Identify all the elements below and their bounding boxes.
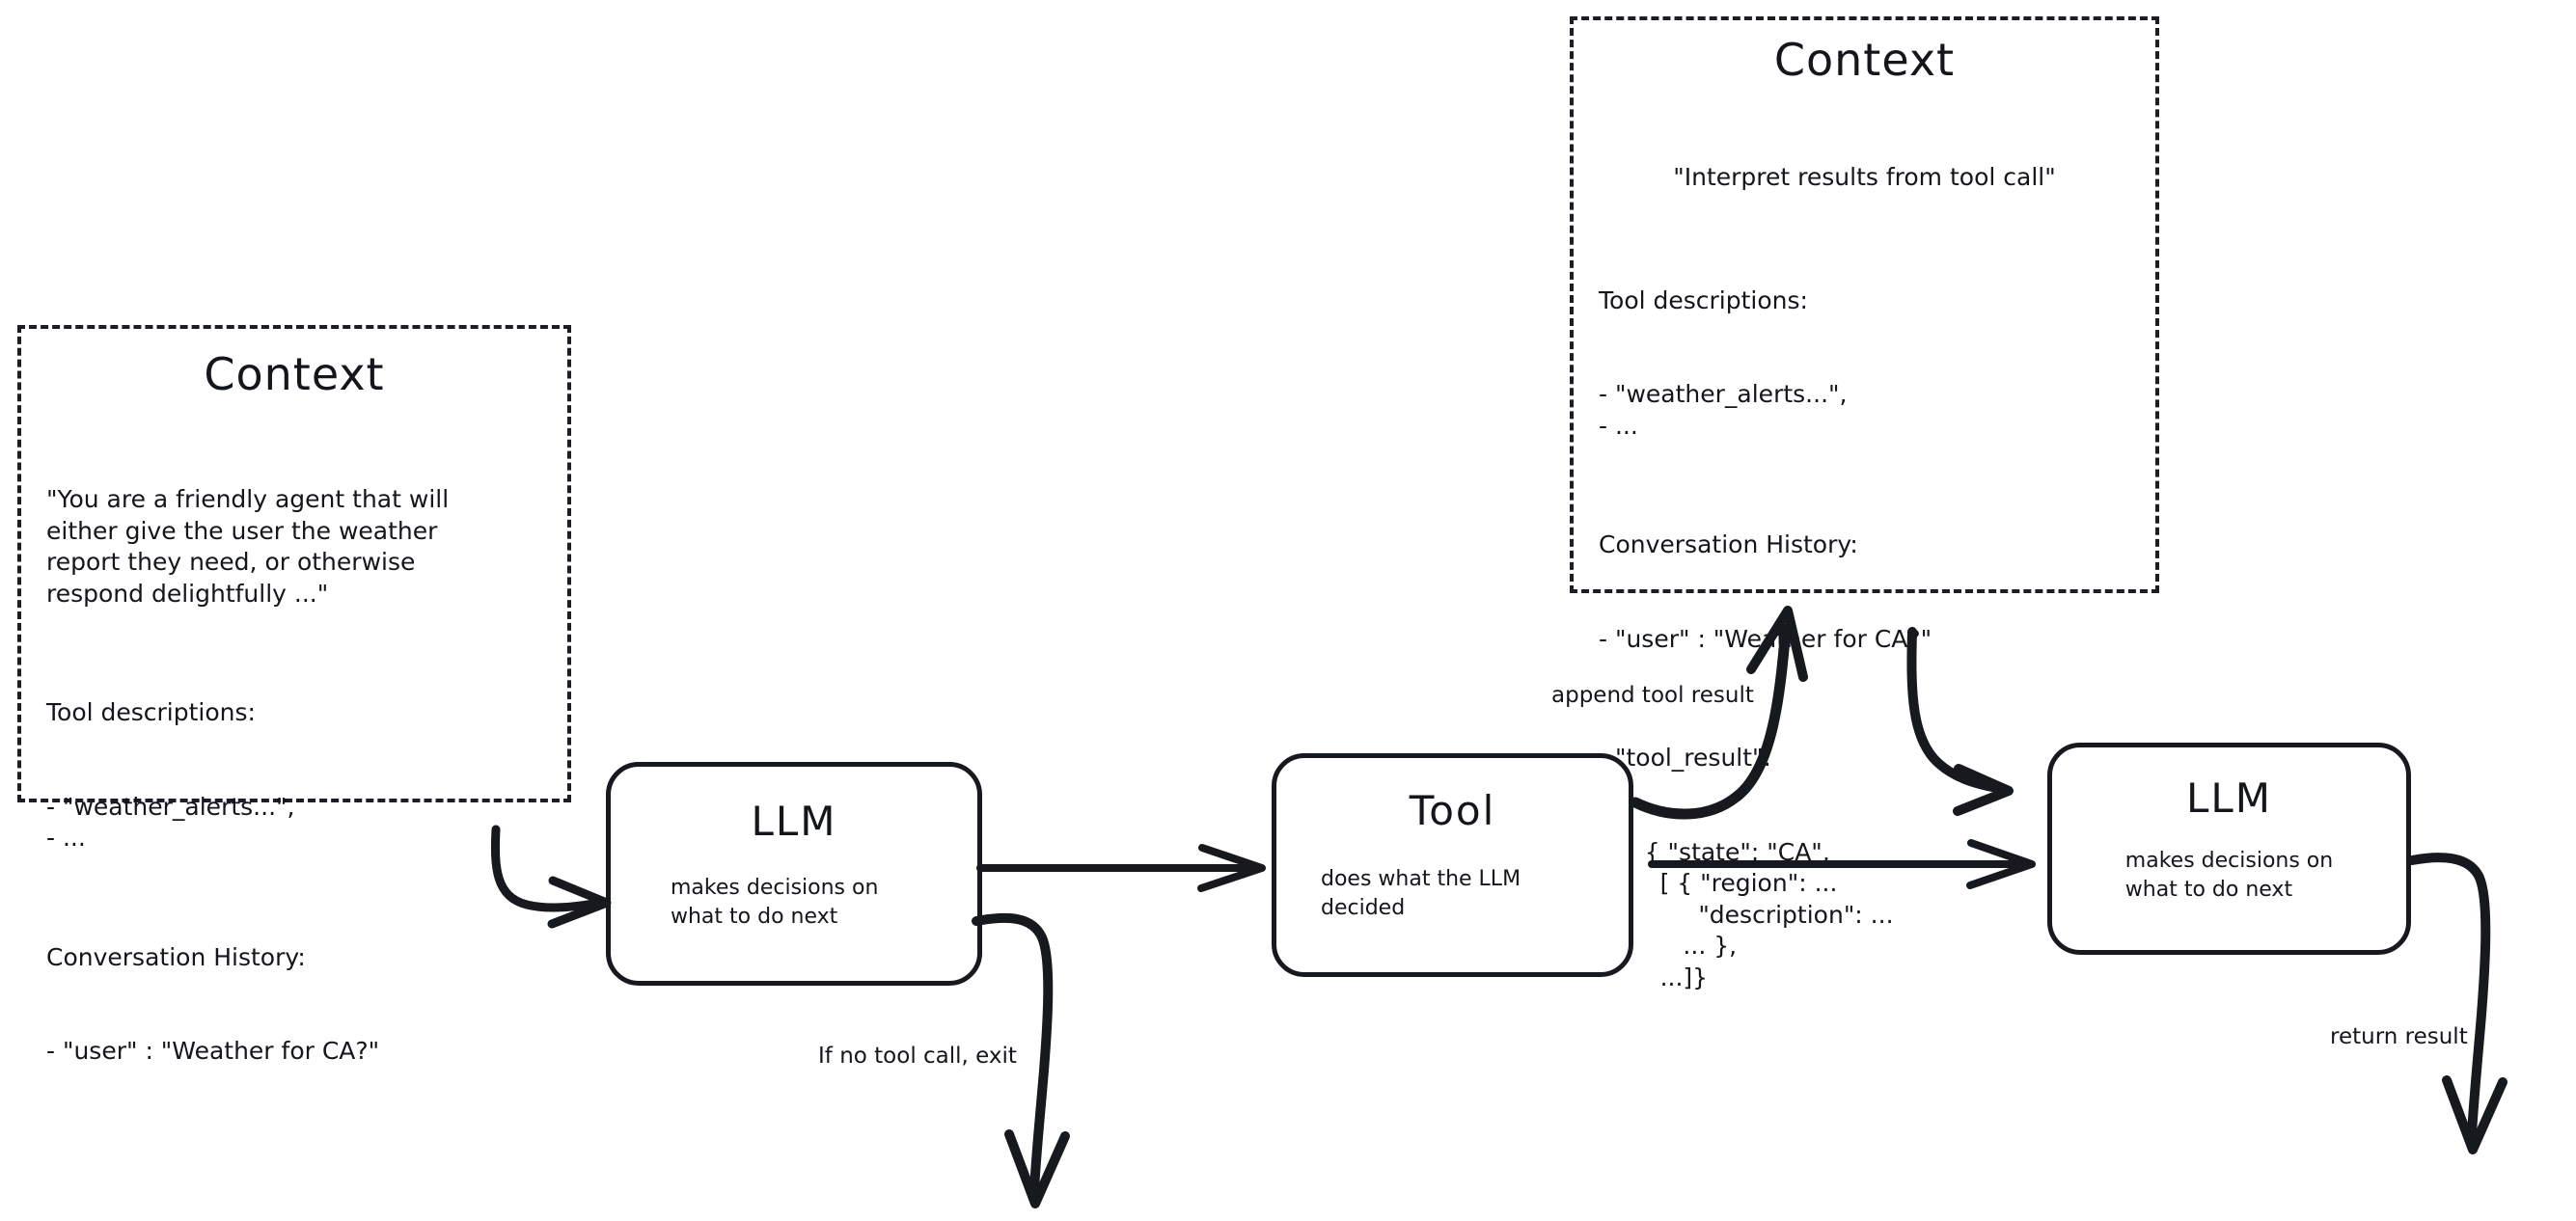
context-left-system-prompt: "You are a friendly agent that will eith… bbox=[46, 485, 450, 608]
context-left-tools-header: Tool descriptions: bbox=[46, 698, 256, 726]
context-left-tools-items: - "weather_alerts...", - ... bbox=[46, 792, 295, 853]
context-right-conversation-header: Conversation History: bbox=[1599, 530, 1858, 558]
context-panel-right: Context "Interpret results from tool cal… bbox=[1570, 16, 2159, 991]
context-left-title: Context bbox=[204, 348, 385, 400]
node-llm-second[interactable]: LLM makes decisions on what to do next bbox=[2047, 743, 2411, 955]
context-right-toolresult-body: { "state": "CA", [ { "region": ... "desc… bbox=[1644, 837, 1894, 991]
edge-label-append-tool-result: append tool result bbox=[1551, 683, 1754, 708]
context-left-body: "You are a friendly agent that will eith… bbox=[46, 421, 542, 1130]
node-llm-first-title: LLM bbox=[751, 798, 837, 845]
node-tool-title: Tool bbox=[1409, 787, 1496, 834]
context-right-tools-items: - "weather_alerts...", - ... bbox=[1599, 380, 1848, 440]
context-right-conversation-user: - "user" : "Weather for CA?" bbox=[1599, 624, 1932, 653]
node-tool[interactable]: Tool does what the LLM decided bbox=[1272, 753, 1633, 977]
node-llm-first[interactable]: LLM makes decisions on what to do next bbox=[606, 762, 982, 986]
node-llm-second-subtitle: makes decisions on what to do next bbox=[2124, 849, 2334, 903]
node-llm-first-subtitle: makes decisions on what to do next bbox=[671, 876, 879, 930]
node-llm-second-title: LLM bbox=[2185, 774, 2273, 822]
arrow-llm2-return bbox=[2407, 853, 2507, 1154]
context-left-conversation-items: - "user" : "Weather for CA?" bbox=[46, 1037, 380, 1065]
context-left-conversation-header: Conversation History: bbox=[46, 942, 306, 971]
context-right-system-prompt: "Interpret results from tool call" bbox=[1673, 163, 2056, 191]
node-tool-subtitle: does what the LLM decided bbox=[1321, 867, 1521, 921]
context-right-title: Context bbox=[1773, 34, 1956, 86]
context-right-tools-header: Tool descriptions: bbox=[1599, 285, 1808, 314]
edge-label-return-result: return result bbox=[2330, 1024, 2468, 1049]
context-panel-left: Context "You are a friendly agent that w… bbox=[17, 325, 571, 1065]
edge-label-if-no-tool-call-exit: If no tool call, exit bbox=[818, 1044, 1017, 1069]
arrow-llm-to-tool bbox=[976, 844, 1266, 892]
